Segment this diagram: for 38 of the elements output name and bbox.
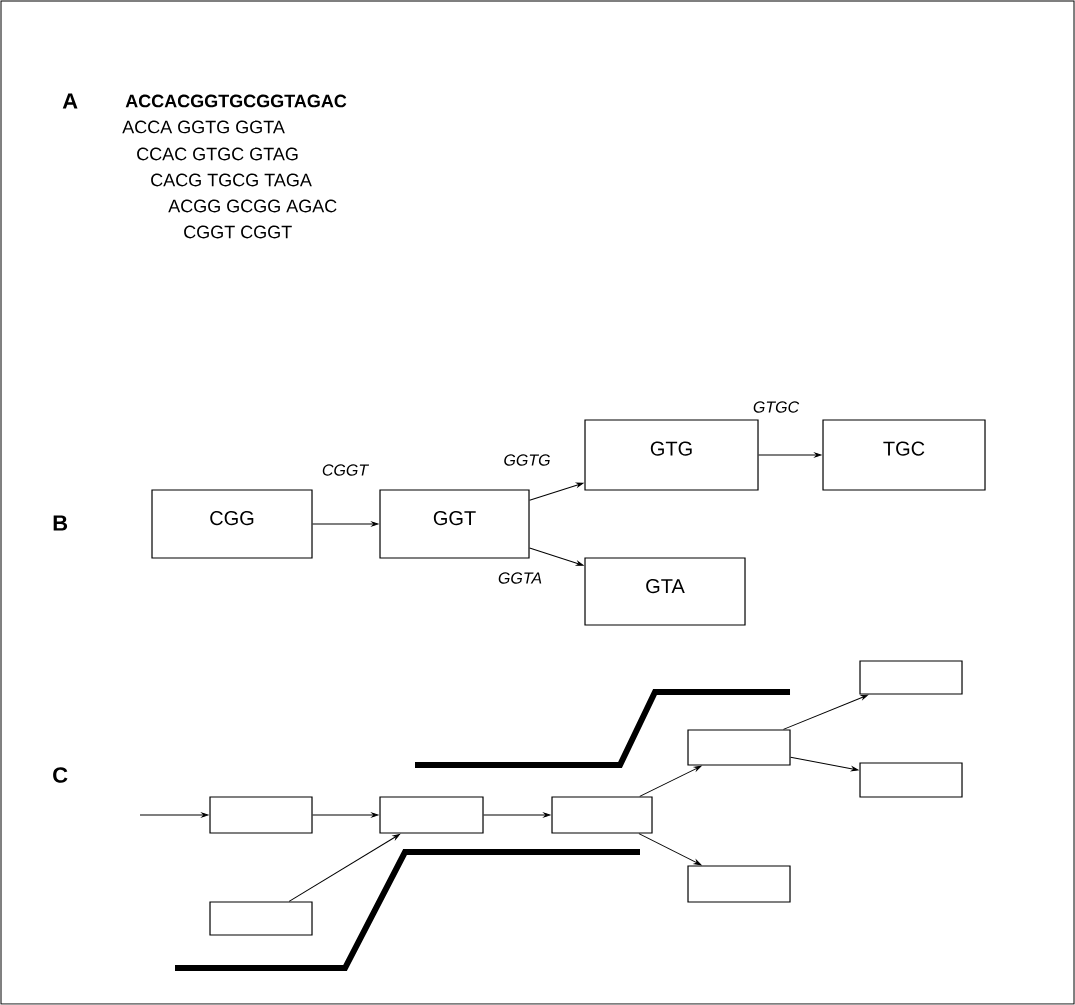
box <box>859 762 963 798</box>
box <box>209 796 313 834</box>
edge-label: GTGC <box>753 401 800 413</box>
box: GTG <box>584 419 759 491</box>
edge-label: GGTA <box>498 572 542 584</box>
arrow <box>529 482 584 501</box>
box <box>859 660 963 695</box>
box: GTA <box>584 557 746 626</box>
box <box>687 865 791 903</box>
box <box>551 796 653 834</box>
sequence-text: ACCA GGTG GGTA <box>122 120 285 134</box>
sequence-text: ACGG GCGG AGAC <box>168 199 337 213</box>
arrow <box>312 812 379 818</box>
sequence-text: CCAC GTGC GTAG <box>137 147 298 161</box>
arrow <box>529 547 584 566</box>
panel-letter: A <box>62 93 78 109</box>
arrow <box>312 521 379 527</box>
sequence-text: CGGT CGGT <box>184 225 292 239</box>
arrow <box>782 694 869 730</box>
edge-label: GGTG <box>504 454 550 466</box>
arrow <box>758 452 822 458</box>
box <box>209 901 313 936</box>
panel-letter: C <box>53 767 68 783</box>
sequence-text: CACG TGCG TAGA <box>151 173 312 187</box>
box: CGG <box>151 489 313 559</box>
box: TGC <box>822 419 986 491</box>
panel-letter: B <box>53 515 68 531</box>
arrow <box>639 765 702 797</box>
arrow <box>483 812 551 818</box>
arrow <box>139 812 209 818</box>
box <box>379 796 484 834</box>
box: GGT <box>379 489 530 559</box>
box <box>687 729 791 766</box>
sequence-text: ACCACGGTGCGGTAGAC <box>125 94 347 108</box>
edge-label: CGGT <box>322 464 370 476</box>
arrow <box>288 833 401 902</box>
arrow <box>790 756 859 772</box>
arrow <box>638 833 702 866</box>
